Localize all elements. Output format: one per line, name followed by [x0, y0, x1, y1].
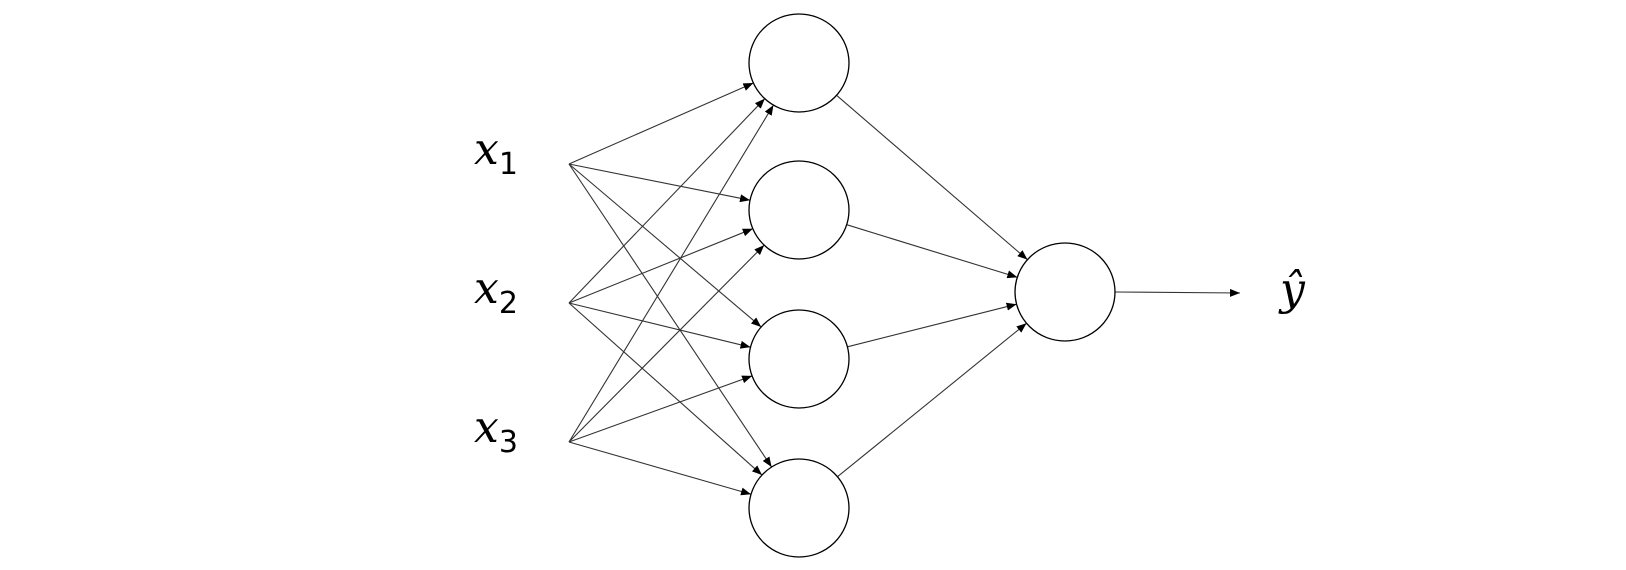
hidden-node-4	[748, 458, 850, 558]
hidden-node-3	[748, 309, 850, 409]
output-label-y-hat: ŷ	[1280, 264, 1305, 315]
edge-h4-output	[837, 322, 1027, 478]
edge-x1-h3	[568, 163, 762, 328]
edge-x1-h4	[568, 163, 773, 468]
edge-x3-h1	[568, 104, 774, 443]
input-label-x3: x3	[474, 402, 518, 460]
edge-x1-h1	[568, 82, 754, 165]
output-node	[1014, 242, 1116, 342]
hidden-node-2	[748, 160, 850, 260]
edge-h3-output	[847, 302, 1017, 348]
edge-h2-output	[846, 224, 1018, 279]
edge-x3-h2	[568, 244, 765, 443]
edge-x1-h2	[568, 163, 751, 203]
input-label-x1: x1	[474, 124, 518, 182]
edge-x3-h4	[568, 441, 752, 496]
hidden-node-1	[748, 13, 850, 113]
edge-h1-output	[836, 94, 1028, 261]
edge-x2-h1	[568, 98, 766, 304]
input-label-x2: x2	[474, 263, 518, 321]
edge-x2-h4	[568, 302, 763, 476]
edge-x2-h2	[568, 228, 753, 304]
edge-x2-h3	[568, 302, 751, 349]
output-arrow	[1114, 288, 1241, 297]
edge-x3-h3	[568, 375, 753, 443]
